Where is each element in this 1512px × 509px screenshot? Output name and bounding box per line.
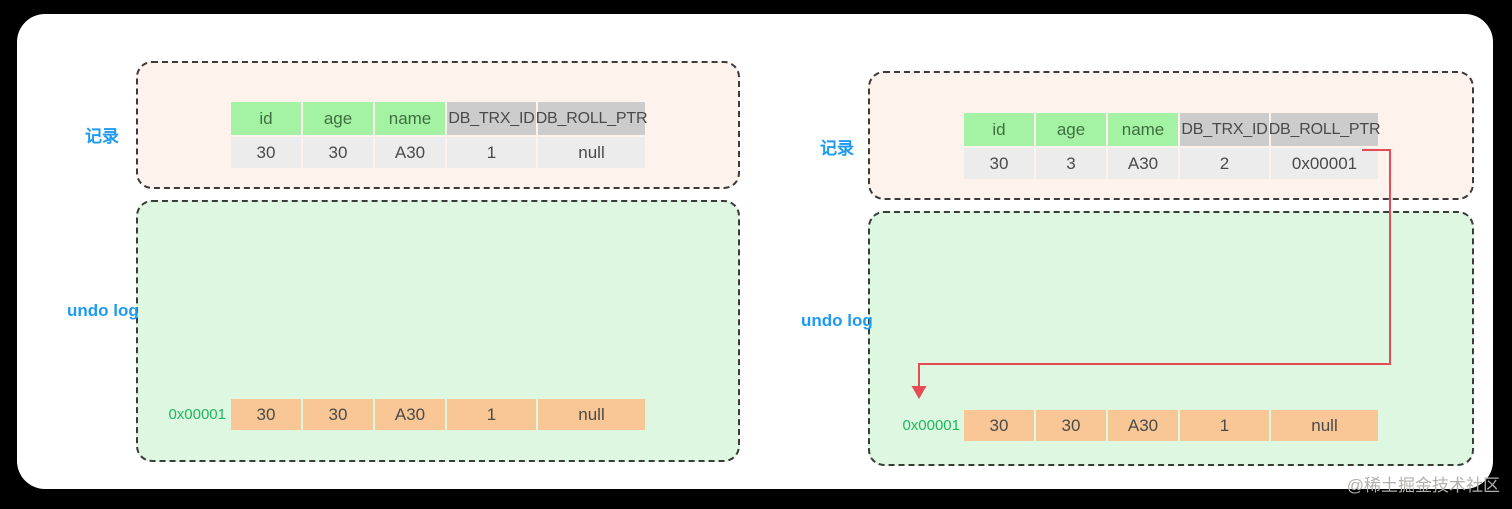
record-table-value-row: 30 3 A30 2 0x00001 [964,148,1378,179]
value-cell-name: A30 [1108,148,1178,179]
value-cell-age: 30 [303,137,373,168]
value-cell-id: 30 [231,137,301,168]
undo-row-address: 0x00001 [902,417,960,434]
header-cell-id: id [231,102,301,135]
record-table-value-row: 30 30 A30 1 null [231,137,645,168]
record-table-header-row: id age name DB_TRX_ID DB_ROLL_PTR [231,102,648,135]
record-table-header-row: id age name DB_TRX_ID DB_ROLL_PTR [964,113,1381,146]
header-cell-age: age [303,102,373,135]
undo-cell-name: A30 [1108,410,1178,441]
watermark: @稀土掘金技术社区 [1346,476,1500,495]
undo-cell-db-roll-ptr: null [538,399,645,430]
undo-cell-age: 30 [303,399,373,430]
header-cell-name: name [375,102,445,135]
header-cell-name: name [1108,113,1178,146]
value-cell-age: 3 [1036,148,1106,179]
value-cell-db-trx-id: 2 [1180,148,1269,179]
undo-cell-db-trx-id: 1 [1180,410,1269,441]
undo-cell-id: 30 [231,399,301,430]
undo-cell-age: 30 [1036,410,1106,441]
header-cell-db-trx-id: DB_TRX_ID [447,102,536,135]
undo-cell-db-roll-ptr: null [1271,410,1378,441]
undo-log-row: 30 30 A30 1 null [964,410,1378,441]
record-label: 记录 [85,127,119,146]
header-cell-db-trx-id: DB_TRX_ID [1180,113,1269,146]
header-cell-id: id [964,113,1034,146]
header-cell-age: age [1036,113,1106,146]
value-cell-id: 30 [964,148,1034,179]
header-cell-db-roll-ptr: DB_ROLL_PTR [536,102,648,135]
value-cell-db-roll-ptr: 0x00001 [1271,148,1378,179]
undo-log-label: undo log [67,301,139,320]
value-cell-db-trx-id: 1 [447,137,536,168]
value-cell-db-roll-ptr: null [538,137,645,168]
undo-row-address: 0x00001 [168,406,226,423]
whiteboard-canvas: 记录 undo log id age name DB_TRX_ID DB_ROL… [17,14,1493,489]
undo-cell-name: A30 [375,399,445,430]
value-cell-name: A30 [375,137,445,168]
record-label: 记录 [820,139,854,158]
undo-log-row: 30 30 A30 1 null [231,399,645,430]
undo-cell-id: 30 [964,410,1034,441]
undo-log-label: undo log [801,311,873,330]
undo-cell-db-trx-id: 1 [447,399,536,430]
header-cell-db-roll-ptr: DB_ROLL_PTR [1269,113,1381,146]
